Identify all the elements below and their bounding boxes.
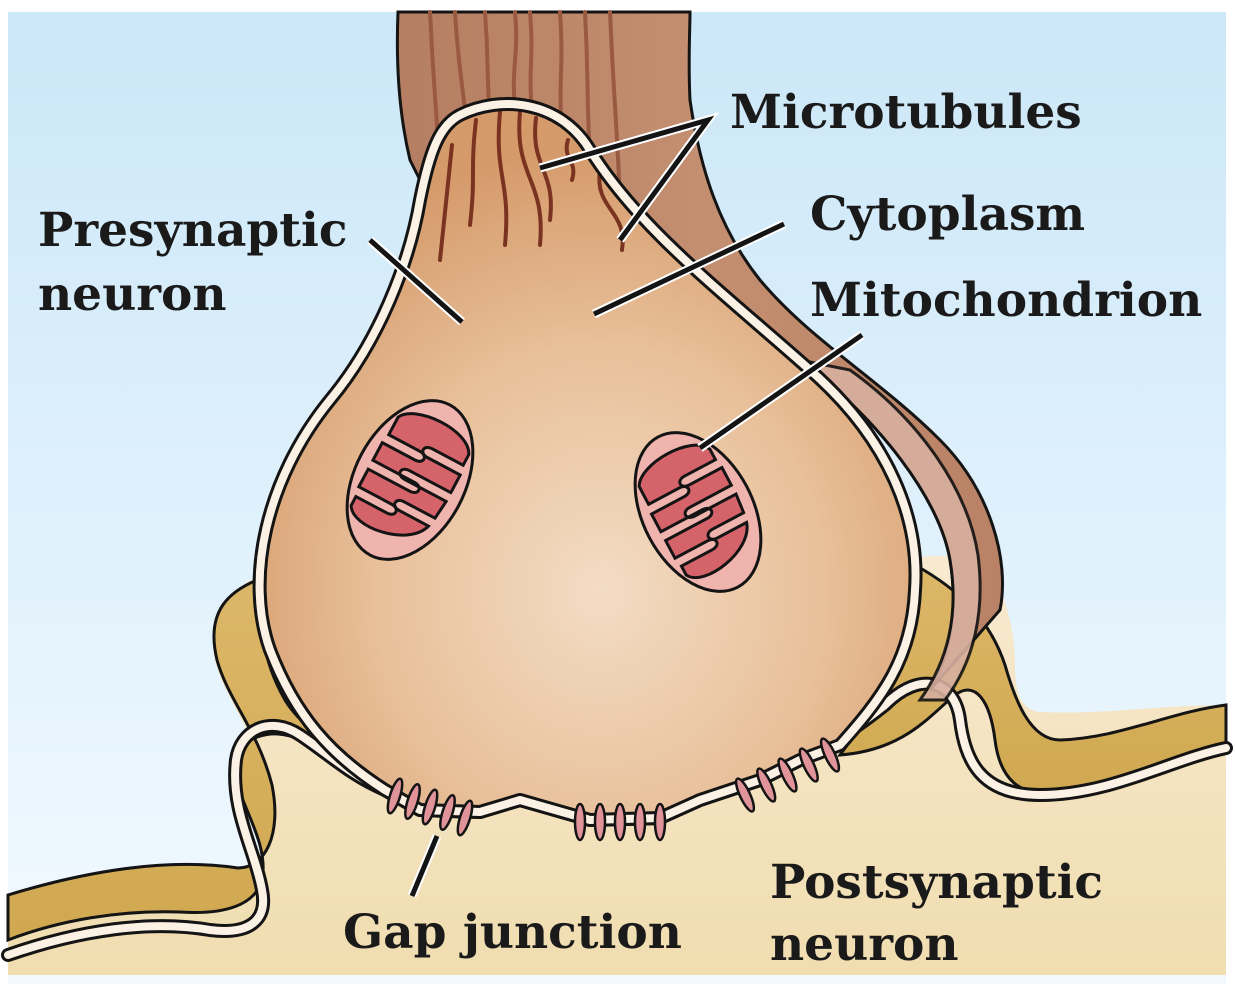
connexon bbox=[756, 767, 777, 803]
terminal-microtubule bbox=[468, 118, 478, 227]
label-postsynaptic-line2: neuron bbox=[770, 917, 959, 972]
connexon bbox=[798, 747, 819, 783]
connexon bbox=[404, 783, 421, 820]
connexon bbox=[613, 802, 627, 842]
label-presynaptic-line2: neuron bbox=[38, 267, 227, 322]
connexon bbox=[633, 802, 647, 842]
connexon bbox=[777, 757, 798, 793]
connexon bbox=[653, 802, 667, 842]
connexon bbox=[593, 802, 607, 842]
connexon bbox=[819, 737, 841, 773]
label-mitochondrion: Mitochondrion bbox=[810, 273, 1202, 328]
mitochondrion-right bbox=[633, 431, 763, 593]
label-gap-junction: Gap junction bbox=[343, 905, 682, 960]
connexon bbox=[456, 799, 474, 837]
mitochondrion-left bbox=[345, 399, 475, 561]
connexon bbox=[439, 794, 456, 831]
leader-mitochondrion bbox=[697, 331, 865, 452]
label-cytoplasm: Cytoplasm bbox=[810, 187, 1085, 242]
connexon bbox=[734, 777, 756, 813]
connexon bbox=[573, 802, 587, 842]
gap-junction-cluster bbox=[386, 777, 474, 837]
gap-junction-cluster bbox=[573, 802, 667, 842]
leader-cytoplasm bbox=[592, 219, 786, 319]
mito-cristae bbox=[637, 443, 749, 579]
gap-junctions bbox=[386, 737, 841, 842]
leader-microtubules bbox=[538, 112, 720, 243]
axon-outer-membrane bbox=[799, 358, 982, 702]
terminal-microtubule bbox=[496, 110, 509, 247]
gap-junction-cluster bbox=[734, 737, 841, 813]
label-presynaptic-line1: Presynaptic bbox=[38, 203, 347, 258]
terminal-microtubule bbox=[438, 143, 454, 262]
leader-lines bbox=[367, 112, 865, 898]
connexon bbox=[421, 788, 439, 826]
label-microtubules: Microtubules bbox=[730, 85, 1082, 140]
axon-microtubule bbox=[511, 10, 519, 112]
connexon bbox=[386, 777, 404, 815]
axon bbox=[395, 10, 1004, 702]
postsynaptic-shadow-left bbox=[6, 575, 366, 943]
leader-gap-junction bbox=[407, 834, 442, 898]
terminal-microtubule bbox=[517, 110, 543, 247]
label-postsynaptic-line1: Postsynaptic bbox=[770, 855, 1103, 910]
axon-microtubule bbox=[608, 10, 622, 202]
leader-presynaptic bbox=[367, 236, 465, 326]
mito-cristae bbox=[349, 412, 471, 537]
